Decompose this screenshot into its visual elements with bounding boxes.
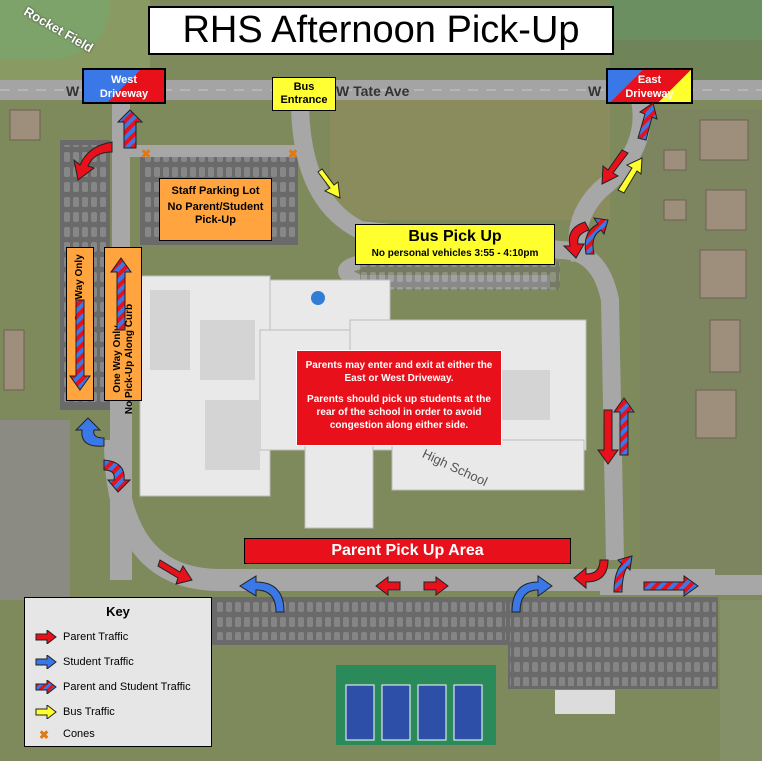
svg-text:✖: ✖ [39, 728, 49, 741]
key-item-cones-label: Cones [63, 728, 95, 740]
key-item-parent-label: Parent Traffic [63, 631, 129, 643]
key-item-parent-student-label: Parent and Student Traffic [63, 681, 191, 693]
one-way-left-label: One Way Only [66, 247, 94, 401]
bus-pickup-label: Bus Pick Up No personal vehicles 3:55 - … [355, 224, 555, 265]
bus-entrance-line1: Bus [293, 81, 315, 93]
west-driveway-line2: Driveway [99, 88, 149, 100]
key-item-bus-label: Bus Traffic [63, 706, 115, 718]
parent-pickup-area-label: Parent Pick Up Area [244, 538, 571, 564]
one-way-right-line2: No Pick-Up Along Curb [124, 303, 136, 415]
one-way-left-text: One Way Only [74, 253, 85, 322]
one-way-right-line1: One Way Only [111, 325, 123, 393]
page-title: RHS Afternoon Pick-Up [148, 6, 614, 55]
staff-parking-label: Staff Parking Lot No Parent/Student Pick… [159, 178, 272, 241]
parent-notice: Parents may enter and exit at either the… [296, 350, 502, 446]
staff-parking-line1: Staff Parking Lot [171, 185, 260, 197]
bus-entrance-line2: Entrance [280, 94, 328, 106]
parent-notice-para2: Parents should pick up students at the r… [307, 394, 491, 431]
parent-arrow-icon [35, 630, 57, 644]
street-label-w-right: W [588, 83, 602, 99]
street-label-tate-ave: W Tate Ave [336, 83, 410, 99]
map-key: Key Parent Traffic Student Traffic Paren… [24, 597, 212, 747]
one-way-right-label: One Way Only No Pick-Up Along Curb [104, 247, 142, 414]
street-label-w-left: W [66, 83, 80, 99]
staff-parking-line3: Pick-Up [195, 214, 236, 226]
key-item-student-label: Student Traffic [63, 656, 134, 668]
bus-arrow-icon [35, 705, 57, 719]
west-driveway-line1: West [110, 74, 138, 86]
bus-pickup-title: Bus Pick Up [408, 228, 502, 245]
parent-notice-para1: Parents may enter and exit at either the… [305, 360, 493, 384]
cone-icon: ✖ [39, 728, 49, 741]
parent-student-arrow-icon [35, 680, 57, 694]
key-title: Key [106, 604, 130, 619]
east-driveway-line1: East [637, 74, 662, 86]
bus-entrance-label: Bus Entrance [272, 77, 336, 111]
staff-parking-line2: No Parent/Student [167, 201, 264, 213]
west-driveway-label: West Driveway [82, 68, 166, 104]
east-driveway-line2: Driveway [625, 88, 674, 100]
student-arrow-icon [35, 655, 57, 669]
east-driveway-label: East Driveway [606, 68, 693, 104]
bus-pickup-subtitle: No personal vehicles 3:55 - 4:10pm [371, 248, 539, 259]
